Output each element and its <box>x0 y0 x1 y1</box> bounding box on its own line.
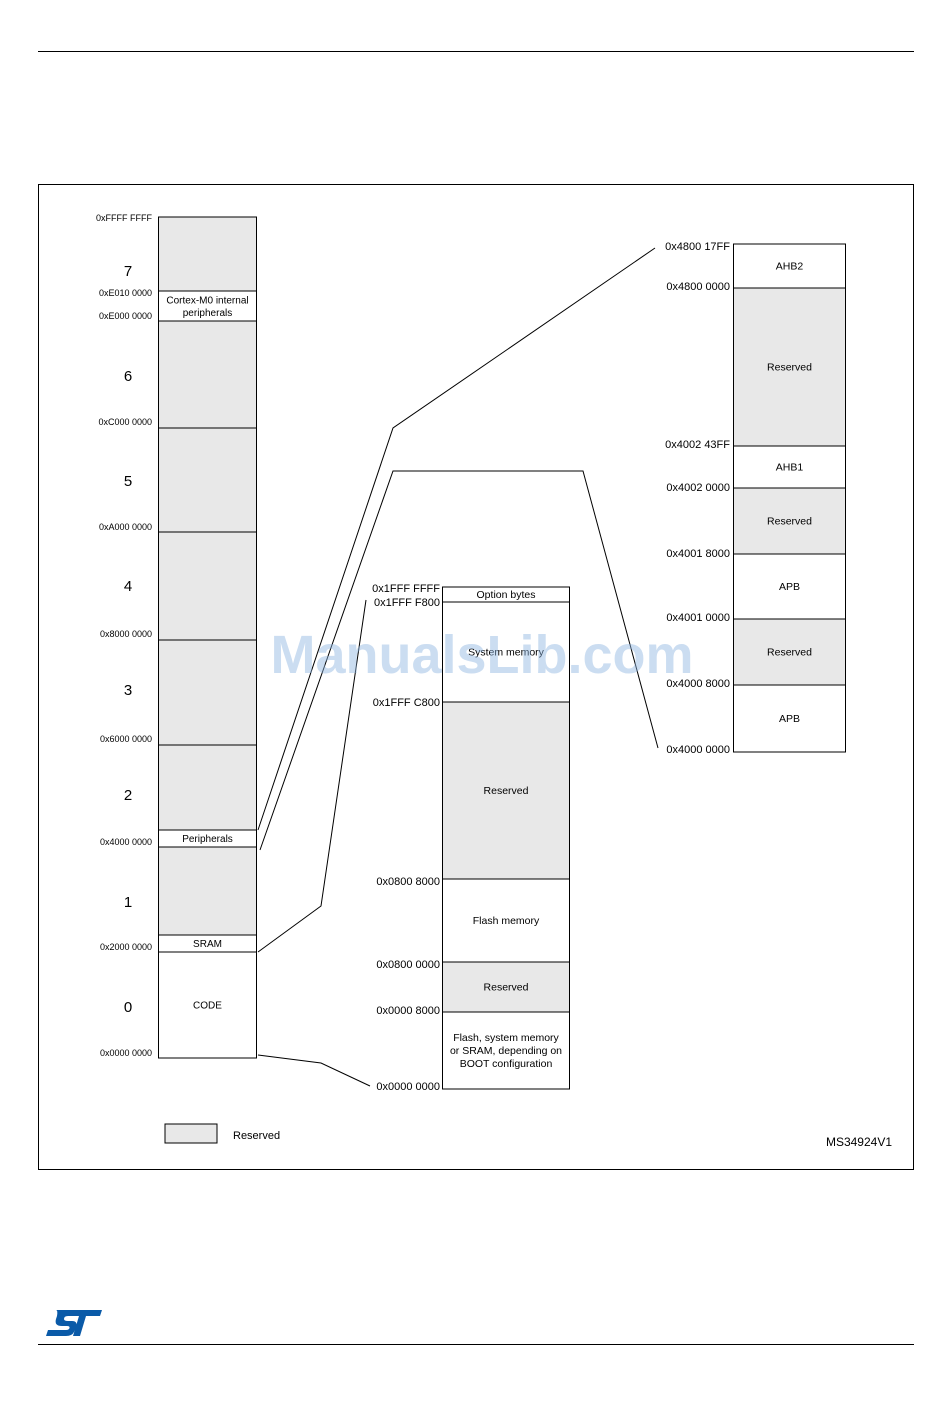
code-address-label: 0x0800 0000 <box>376 959 440 971</box>
memory-block-number: 1 <box>124 894 132 911</box>
main-address-label: 0x6000 0000 <box>100 734 152 744</box>
header-rule <box>38 51 914 52</box>
main-memory-map: Cortex-M0 internal peripheralsPeripherals… <box>158 216 257 1059</box>
periph-region-label: AHB2 <box>776 261 804 273</box>
periph-address-label: 0x4800 17FF <box>665 241 730 253</box>
main-region-3 <box>158 427 257 533</box>
code-region-label: Flash, system memory <box>453 1032 559 1044</box>
code-address-labels: 0x1FFF FFFF 0x1FFF F800 0x1FFF C800 0x0800 … <box>372 583 440 1093</box>
zoom-connectors <box>257 247 659 1087</box>
code-address-label: 0x1FFF F800 <box>374 597 440 609</box>
main-region-8 <box>158 846 257 936</box>
periph-region-2 <box>733 445 846 489</box>
memory-block-number: 3 <box>124 682 132 699</box>
footer-rule <box>38 1344 914 1345</box>
main-address-label: 0x2000 0000 <box>100 942 152 952</box>
main-region-0 <box>158 216 257 292</box>
main-address-label: 0xFFFF FFFF <box>96 213 152 223</box>
main-address-label: 0x0000 0000 <box>100 1048 152 1058</box>
code-address-label: 0x1FFF C800 <box>373 697 440 709</box>
code-region-label: Reserved <box>484 982 529 994</box>
main-region-label: peripherals <box>183 308 232 319</box>
periph-address-label: 0x4001 0000 <box>666 612 730 624</box>
main-address-label: 0x8000 0000 <box>100 629 152 639</box>
code-region-1 <box>442 601 570 703</box>
memory-block-number: 4 <box>124 578 132 595</box>
periph-address-label: 0x4002 0000 <box>666 482 730 494</box>
main-region-label: CODE <box>193 1001 222 1012</box>
main-region-1 <box>158 290 257 322</box>
periph-region-label: Reserved <box>767 362 812 374</box>
memory-block-number: 0 <box>124 999 132 1016</box>
periph-address-label: 0x4000 8000 <box>666 678 730 690</box>
code-zoom-line-top <box>257 599 367 953</box>
legend-label: Reserved <box>233 1130 280 1142</box>
code-region-label: BOOT configuration <box>460 1058 553 1070</box>
periph-address-label: 0x4002 43FF <box>665 439 730 451</box>
st-logo-icon <box>46 1310 102 1336</box>
figure-frame <box>38 184 914 1170</box>
main-region-label: SRAM <box>193 939 222 950</box>
periph-region-1 <box>733 287 846 447</box>
code-region-label: Option bytes <box>477 589 536 601</box>
code-region-label: Reserved <box>484 785 529 797</box>
main-block-numbers: 7 6 5 4 3 2 1 0 <box>124 263 132 1016</box>
figure-id: MS34924V1 <box>826 1135 892 1149</box>
periph-region-5 <box>733 618 846 686</box>
peripheral-address-labels: 0x4800 17FF 0x4800 0000 0x4002 43FF 0x4002 … <box>665 241 730 756</box>
main-address-label: 0xE010 0000 <box>99 288 152 298</box>
main-address-labels: 0xFFFF FFFF 0xE010 0000 0xE000 0000 0xC000 … <box>96 213 152 1058</box>
main-address-label: 0x4000 0000 <box>100 837 152 847</box>
code-region-label: Flash memory <box>473 915 540 927</box>
peripherals-zoom-line-top <box>257 247 656 831</box>
main-region-2 <box>158 320 257 429</box>
periph-region-3 <box>733 487 846 555</box>
st-logo <box>44 1308 104 1343</box>
periph-address-label: 0x4800 0000 <box>666 281 730 293</box>
code-zoom-line-bottom <box>257 1054 371 1087</box>
periph-address-label: 0x4000 0000 <box>666 744 730 756</box>
main-region-4 <box>158 531 257 641</box>
code-region-4 <box>442 961 570 1013</box>
main-address-label: 0xE000 0000 <box>99 311 152 321</box>
main-address-label: 0xC000 0000 <box>98 417 152 427</box>
main-address-label: 0xA000 0000 <box>99 522 152 532</box>
periph-region-4 <box>733 553 846 620</box>
legend-swatch <box>164 1123 218 1144</box>
periph-address-label: 0x4001 8000 <box>666 548 730 560</box>
code-address-label: 0x0000 0000 <box>376 1081 440 1093</box>
main-region-label: Peripherals <box>182 834 233 845</box>
periph-region-label: Reserved <box>767 516 812 528</box>
periph-region-label: AHB1 <box>776 462 804 474</box>
memory-block-number: 5 <box>124 473 132 490</box>
periph-region-0 <box>733 243 846 289</box>
memory-block-number: 7 <box>124 263 132 280</box>
code-region-label: or SRAM, depending on <box>450 1045 562 1057</box>
memory-block-number: 2 <box>124 787 132 804</box>
code-region-5 <box>442 1011 570 1090</box>
periph-region-label: Reserved <box>767 647 812 659</box>
code-region-3 <box>442 878 570 963</box>
code-address-label: 0x1FFF FFFF <box>372 583 440 595</box>
code-region-2 <box>442 701 570 880</box>
main-region-6 <box>158 744 257 831</box>
periph-region-label: APB <box>779 581 800 593</box>
main-region-label: Cortex-M0 internal <box>166 295 248 306</box>
main-region-10 <box>158 951 257 1059</box>
main-region-5 <box>158 639 257 746</box>
memory-block-number: 6 <box>124 368 132 385</box>
periph-region-6 <box>733 684 846 753</box>
periph-region-label: APB <box>779 713 800 725</box>
peripherals-zoom-line-bottom <box>259 470 659 851</box>
code-region-label: System memory <box>468 647 545 659</box>
code-address-label: 0x0000 8000 <box>376 1005 440 1017</box>
code-address-label: 0x0800 8000 <box>376 876 440 888</box>
